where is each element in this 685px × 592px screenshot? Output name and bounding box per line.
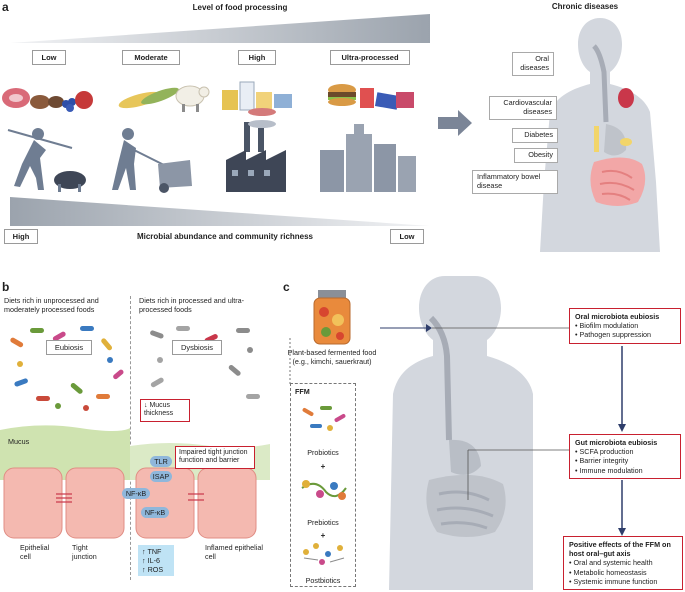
oral-eubiosis-box: Oral microbiota eubiosis • Biofilm modul…: [569, 308, 681, 344]
disease-oral: Oral diseases: [512, 52, 554, 76]
high-food-icon: [222, 81, 292, 116]
ffm-effects-box: Positive effects of the FFM on host oral…: [563, 536, 683, 591]
cytokines-box: ↑ TNF ↑ IL-6 ↑ ROS: [138, 545, 174, 576]
effects-item-3: • Systemic immune function: [569, 576, 658, 586]
panel-c-letter: c: [283, 280, 290, 294]
right-diet-heading: Diets rich in processed and ultra-proces…: [139, 296, 245, 314]
disease-diabetes: Diabetes: [512, 128, 558, 143]
level-ultra-box: Ultra-processed: [330, 50, 410, 65]
disease-obesity: Obesity: [514, 148, 558, 163]
plus-2: +: [320, 531, 326, 540]
abundance-low-box: Low: [390, 229, 424, 244]
microbiota-field: [10, 326, 260, 411]
oral-eubiosis-title: Oral microbiota eubiosis: [575, 312, 660, 321]
ffm-illustrations: [301, 406, 347, 565]
abundance-label: Microbial abundance and community richne…: [136, 232, 314, 241]
mucus-thickness-box: ↓ Mucus thickness: [140, 399, 190, 422]
tight-junction-label: Tight junction: [72, 543, 97, 561]
ffm-box: [290, 383, 356, 587]
ffm-effects-title: Positive effects of the FFM on host oral…: [569, 540, 671, 559]
panel-b-letter: b: [2, 280, 10, 294]
dysbiosis-label: Dysbiosis: [172, 340, 222, 355]
postbiotics-icon: [303, 543, 345, 565]
raw-food-icon: [2, 88, 93, 112]
gut-item-2: • Barrier integrity: [575, 456, 629, 466]
prebiotics-icon: [301, 480, 347, 500]
chronic-diseases-title: Chronic diseases: [551, 2, 619, 11]
cytokine-tnf: ↑ TNF: [142, 547, 162, 556]
effects-item-1: • Oral and systemic health: [569, 558, 653, 568]
plus-1: +: [320, 462, 326, 471]
eubiosis-label: Eubiosis: [46, 340, 92, 355]
fermented-food-label: Plant-based fermented food (e.g., kimchi…: [287, 348, 377, 366]
food-illustrations: [2, 81, 414, 116]
arrow-right-icon: [438, 110, 472, 136]
disease-ibd: Inflammatory bowel disease: [472, 170, 558, 194]
lifestyle-illustrations: [7, 120, 416, 193]
epithelial-cell-label: Epithelial cell: [20, 543, 50, 561]
level-moderate-box: Moderate: [122, 50, 180, 65]
hunter-icon: [7, 128, 86, 192]
nfkb-1: NF-κB: [122, 488, 150, 499]
farmer-icon: [112, 128, 192, 193]
inflamed-cell-label: Inflamed epithelial cell: [205, 543, 263, 561]
eubiosis-bacteria: [10, 326, 124, 411]
mucus-label: Mucus: [8, 437, 30, 446]
dysbiosis-bacteria: [150, 326, 260, 405]
probiotics-label: Probiotics: [307, 448, 339, 457]
processing-gradient-wedge: [10, 14, 430, 43]
effects-item-2: • Metabolic homeostasis: [569, 567, 647, 577]
oral-item-1: • Biofilm modulation: [575, 321, 639, 331]
impaired-junction-box: Impaired tight junction function and bar…: [175, 446, 255, 469]
disease-cardiovascular: Cardiovascular diseases: [489, 96, 557, 120]
ultra-processed-food-icon: [328, 84, 414, 110]
oral-item-2: • Pathogen suppression: [575, 330, 652, 340]
abundance-gradient-wedge: [10, 197, 430, 226]
factory-icon: [226, 120, 286, 192]
gut-eubiosis-box: Gut microbiota eubiosis • SCFA productio…: [569, 434, 681, 479]
abundance-high-box: High: [4, 229, 38, 244]
postbiotics-label: Postbiotics: [305, 576, 341, 585]
level-low-box: Low: [32, 50, 66, 65]
tlr-receptor: TLR: [150, 456, 172, 467]
level-high-box: High: [238, 50, 276, 65]
human-silhouette-a: [540, 18, 660, 252]
city-icon: [320, 124, 416, 192]
cytokine-il6: ↑ IL-6: [142, 556, 160, 565]
fermented-food-jar-icon: [313, 290, 351, 345]
cytokine-ros: ↑ ROS: [142, 565, 164, 574]
probiotics-icon: [302, 406, 346, 431]
food-processing-title: Level of food processing: [192, 3, 288, 12]
gut-item-3: • Immune modulation: [575, 465, 643, 475]
gut-item-1: • SCFA production: [575, 447, 634, 457]
panel-a-letter: a: [2, 0, 9, 14]
epithelium-illustration: [0, 425, 270, 539]
human-silhouette-c: [389, 276, 533, 590]
isap-receptor: ISAP: [150, 471, 172, 482]
gut-eubiosis-title: Gut microbiota eubiosis: [575, 438, 658, 447]
left-diet-heading: Diets rich in unprocessed and moderately…: [4, 296, 99, 314]
diet-divider: [130, 296, 131, 580]
moderate-food-icon: [118, 85, 210, 112]
prebiotics-label: Prebiotics: [307, 518, 339, 527]
nfkb-2: NF-κB: [141, 507, 169, 518]
panel-c-connectors: [289, 324, 626, 536]
ffm-title: FFM: [295, 387, 310, 396]
